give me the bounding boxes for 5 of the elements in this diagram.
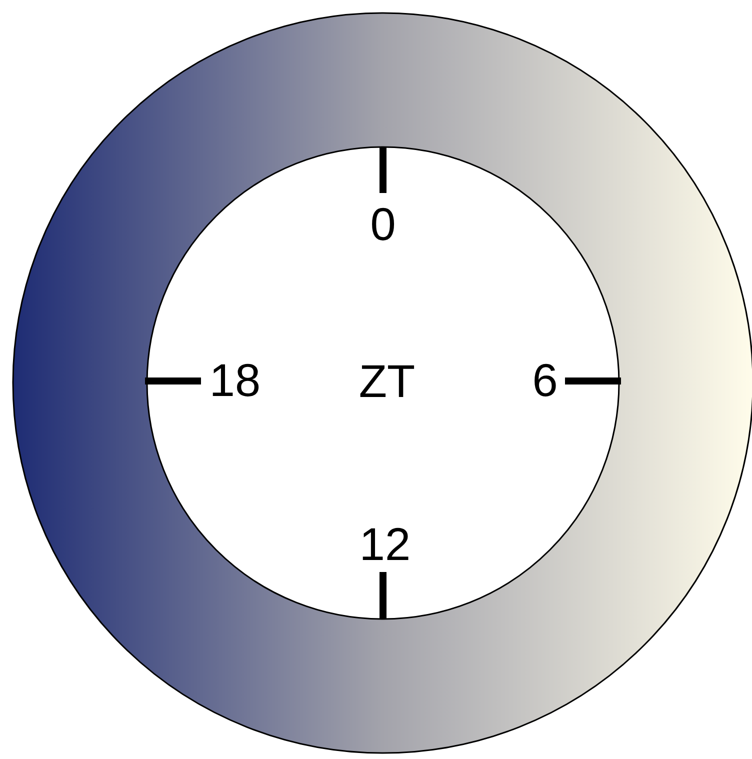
tick-label: 18 xyxy=(209,357,261,403)
tick-label: 6 xyxy=(532,357,558,403)
tick-label: 12 xyxy=(359,521,411,567)
axis-title: ZT xyxy=(358,358,416,404)
tick-label: 0 xyxy=(370,201,396,247)
